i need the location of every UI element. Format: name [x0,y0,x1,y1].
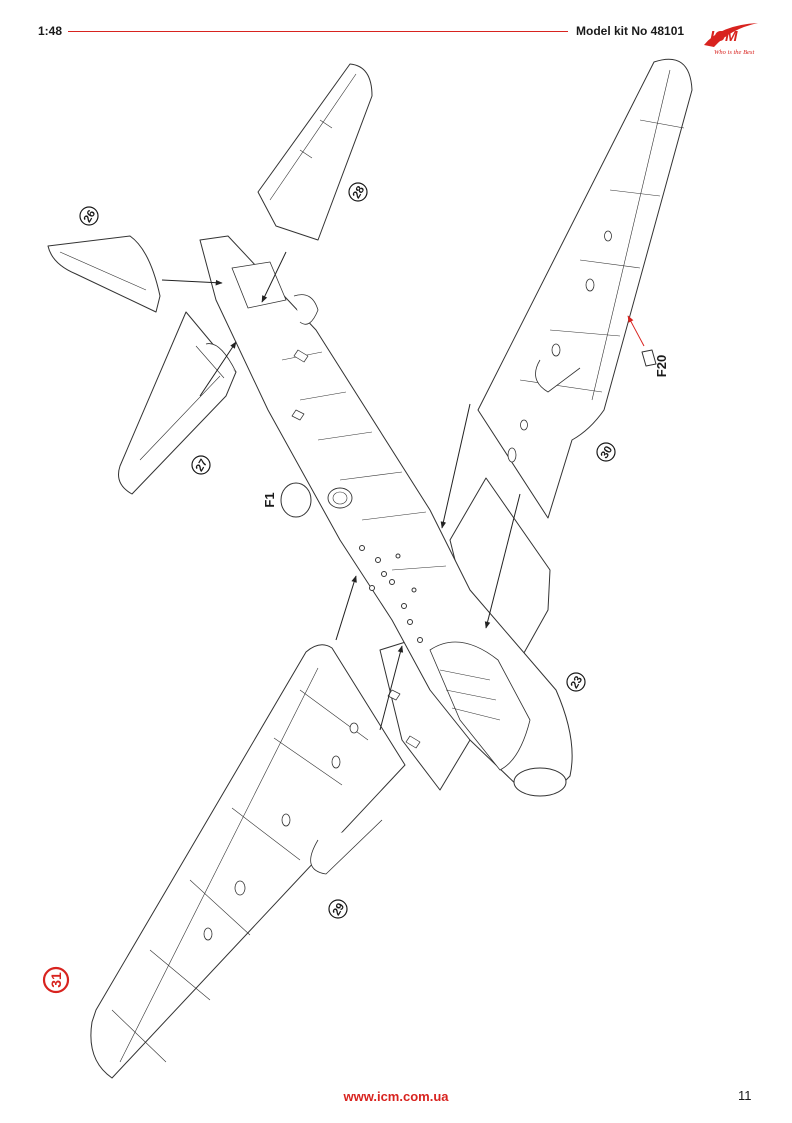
logo-brand: ICM [710,28,738,45]
icm-logo: ICM Who is the Best [704,23,758,56]
step-number-circle [42,966,70,994]
callout-30-text: 30 [599,444,616,461]
arrow-left-wing-rear [379,645,404,731]
arrow-left-wing-front [335,575,357,641]
fuselage-part-23 [199,235,573,797]
elevator-part-26 [47,235,161,313]
callout-28-circle [348,182,368,202]
arrow-rudder [261,251,287,303]
callout-26-circle [79,206,99,226]
page-number: 11 [738,1088,752,1103]
clear-part-f20 [641,349,657,367]
callout-29-circle [328,899,348,919]
callout-29-text: 29 [331,901,348,918]
label-f20: F20 [654,355,669,377]
header-rule [68,31,568,32]
logo-tagline: Who is the Best [714,49,754,56]
callout-27-text: 27 [194,457,211,474]
clear-part-f1 [280,482,312,518]
tailplane-part-27 [118,311,237,495]
callout-30-circle [596,442,616,462]
callout-23-circle [566,672,586,692]
footer-url[interactable]: www.icm.com.ua [343,1089,449,1104]
callout-26-text: 26 [82,208,99,225]
label-f1: F1 [262,492,277,507]
arrow-right-wing-rear [484,493,521,629]
callout-23-text: 23 [569,674,586,691]
arrow-right-wing-front [440,403,471,529]
scale-label: 1:48 [38,24,63,38]
arrow-f20 [627,315,645,347]
arrow-tailplane [199,341,237,397]
logo-swoosh [704,23,758,47]
callout-28-text: 28 [351,184,368,201]
callout-27-circle [191,455,211,475]
kit-number-label: Model kit No 48101 [576,24,685,38]
step-number: 31 [48,972,64,988]
left-wing-part-29 [90,644,406,1079]
rudder-part-28 [257,63,373,241]
arrow-elevator [161,279,223,286]
right-wing-part-30 [477,58,693,519]
